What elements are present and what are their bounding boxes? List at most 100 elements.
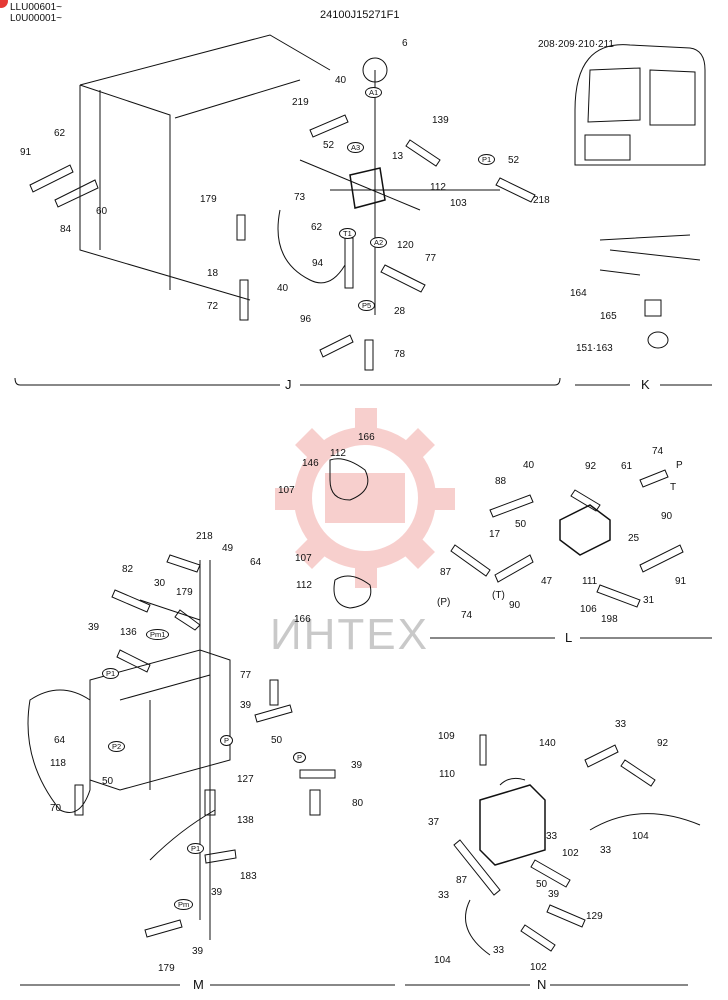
part-label: 64 xyxy=(54,735,66,746)
part-label: 94 xyxy=(312,258,324,269)
part-label: 25 xyxy=(628,533,640,544)
part-label: 90 xyxy=(509,600,521,611)
port-label-a2: A2 xyxy=(370,237,388,248)
part-label: 6 xyxy=(402,38,408,49)
part-label: 166 xyxy=(358,432,375,443)
part-label: 33 xyxy=(438,890,450,901)
part-label: 106 xyxy=(580,604,597,615)
part-label: 140 xyxy=(539,738,556,749)
port-label-p1: P1 xyxy=(102,668,120,679)
part-label: 107 xyxy=(295,553,312,564)
part-label: 107 xyxy=(278,485,295,496)
part-label: 219 xyxy=(292,97,309,108)
part-label: 91 xyxy=(20,147,32,158)
part-label: 33 xyxy=(615,719,627,730)
part-label: (P) xyxy=(437,597,451,608)
part-label: 72 xyxy=(207,301,219,312)
part-label: 138 xyxy=(237,815,254,826)
part-label: 74 xyxy=(461,610,473,621)
part-label: 96 xyxy=(300,314,312,325)
part-label: 18 xyxy=(207,268,219,279)
part-label: 31 xyxy=(643,595,655,606)
part-label: 218 xyxy=(196,531,213,542)
part-label: 112 xyxy=(430,182,446,193)
part-label: 78 xyxy=(394,349,406,360)
serial-range-1: LLU00601~ xyxy=(10,2,62,13)
port-label-a1: A1 xyxy=(365,87,383,98)
port-label-p5: P5 xyxy=(358,300,376,311)
part-label: 61 xyxy=(621,461,633,472)
part-label: 164 xyxy=(570,288,587,299)
port-label-p: P xyxy=(220,735,234,746)
part-label: 136 xyxy=(120,627,137,638)
part-label: (T) xyxy=(492,590,505,601)
part-label: 139 xyxy=(432,115,449,126)
part-label: 208·209·210·211 xyxy=(538,39,614,50)
part-label: 118 xyxy=(50,758,66,769)
part-label: 102 xyxy=(562,848,579,859)
section-label-l: L xyxy=(562,631,576,645)
port-label-p: P xyxy=(293,752,307,763)
part-label: 39 xyxy=(88,622,100,633)
part-label: T xyxy=(670,482,677,493)
part-label: 90 xyxy=(661,511,673,522)
part-label: 17 xyxy=(489,529,501,540)
part-label: 179 xyxy=(158,963,175,974)
part-label: 40 xyxy=(523,460,535,471)
serial-range-2: L0U00001~ xyxy=(10,13,62,24)
part-label: 77 xyxy=(425,253,437,264)
part-label: 112 xyxy=(330,448,346,459)
part-label: 33 xyxy=(600,845,612,856)
part-label: 198 xyxy=(601,614,618,625)
part-label: 183 xyxy=(240,871,257,882)
part-label: 64 xyxy=(250,557,262,568)
part-label: 88 xyxy=(495,476,507,487)
part-label: 39 xyxy=(351,760,363,771)
part-label: 110 xyxy=(439,769,455,780)
section-label-m: M xyxy=(190,978,207,992)
part-label: 109 xyxy=(438,731,455,742)
section-label-j: J xyxy=(282,378,295,392)
drawing-number: 24100J15271F1 xyxy=(320,9,400,21)
part-label: 73 xyxy=(294,192,306,203)
part-label: 39 xyxy=(548,889,560,900)
part-label: 62 xyxy=(54,128,66,139)
part-label: 47 xyxy=(541,576,553,587)
part-label: 39 xyxy=(192,946,204,957)
part-label: 74 xyxy=(652,446,664,457)
section-label-k: K xyxy=(638,378,653,392)
part-label: 80 xyxy=(352,798,364,809)
part-label: 84 xyxy=(60,224,72,235)
part-label: 165 xyxy=(600,311,617,322)
part-label: 70 xyxy=(50,803,62,814)
part-label: 49 xyxy=(222,543,234,554)
section-label-n: N xyxy=(534,978,550,992)
part-label: 87 xyxy=(456,875,468,886)
part-label: 179 xyxy=(176,587,193,598)
part-label: 60 xyxy=(96,206,108,217)
part-label: 52 xyxy=(508,155,520,166)
part-label: 50 xyxy=(271,735,283,746)
part-label: 28 xyxy=(394,306,406,317)
part-label: 127 xyxy=(237,774,254,785)
port-label-pm: Pm xyxy=(174,899,194,910)
port-label-pm1: Pm1 xyxy=(146,629,170,640)
part-label: 50 xyxy=(515,519,527,530)
part-label: 33 xyxy=(546,831,558,842)
port-label-p1: P1 xyxy=(478,154,496,165)
part-label: 13 xyxy=(392,151,404,162)
part-label: 104 xyxy=(632,831,649,842)
part-label: 52 xyxy=(323,140,335,151)
part-label: 218 xyxy=(533,195,550,206)
part-label: 39 xyxy=(211,887,223,898)
part-label: 40 xyxy=(335,75,347,86)
part-label: 50 xyxy=(102,776,114,787)
part-label: 40 xyxy=(277,283,289,294)
port-label-t1: T1 xyxy=(339,228,356,239)
part-label: 129 xyxy=(586,911,603,922)
part-label: 151·163 xyxy=(576,343,613,354)
part-label: 50 xyxy=(536,879,548,890)
part-label: 166 xyxy=(294,614,311,625)
part-label: 111 xyxy=(582,576,598,587)
